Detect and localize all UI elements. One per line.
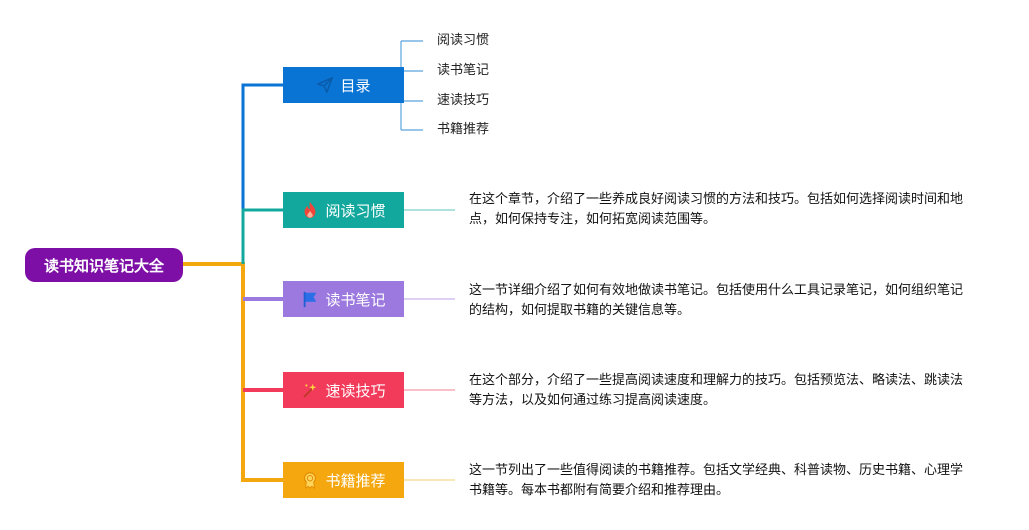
branch-node-notes[interactable]: 读书笔记 <box>283 281 404 317</box>
root-node[interactable]: 读书知识笔记大全 <box>25 248 183 282</box>
branch-node-habits[interactable]: 阅读习惯 <box>283 192 404 228</box>
branch-node-toc[interactable]: 目录 <box>283 67 404 103</box>
branch-label-speed: 速读技巧 <box>325 381 386 400</box>
branch-node-speed[interactable]: 速读技巧 <box>283 372 404 408</box>
description-books: 这一节列出了一些值得阅读的书籍推荐。包括文学经典、科普读物、历史书籍、心理学书籍… <box>469 463 964 498</box>
sparkle-icon <box>301 381 319 399</box>
branch-label-toc: 目录 <box>340 76 371 95</box>
toc-item-speed[interactable]: 速读技巧 <box>437 93 490 108</box>
flag-icon <box>301 290 319 308</box>
connector-branch-toc <box>241 83 283 264</box>
connector-root-trunk <box>183 262 283 482</box>
description-speed: 在这个部分，介绍了一些提高阅读速度和理解力的技巧。包括预览法、略读法、跳读法等方… <box>469 373 964 408</box>
toc-item-books[interactable]: 书籍推荐 <box>437 122 490 137</box>
toc-item-habits[interactable]: 阅读习惯 <box>437 33 490 48</box>
award-badge-icon <box>301 471 319 489</box>
connector-branch-habits <box>241 208 283 264</box>
paper-plane-icon <box>316 76 334 94</box>
description-habits: 在这个章节，介绍了一些养成良好阅读习惯的方法和技巧。包括如何选择阅读时间和地点，… <box>469 192 964 227</box>
branch-label-notes: 读书笔记 <box>325 290 386 309</box>
description-notes: 这一节详细介绍了如何有效地做读书笔记。包括使用什么工具记录笔记，如何组织笔记的结… <box>469 283 964 318</box>
branch-label-habits: 阅读习惯 <box>325 201 386 220</box>
branch-node-books[interactable]: 书籍推荐 <box>283 462 404 498</box>
root-label: 读书知识笔记大全 <box>43 256 164 275</box>
branch-label-books: 书籍推荐 <box>325 471 386 490</box>
toc-item-notes[interactable]: 读书笔记 <box>437 63 490 78</box>
fire-icon <box>301 201 319 219</box>
